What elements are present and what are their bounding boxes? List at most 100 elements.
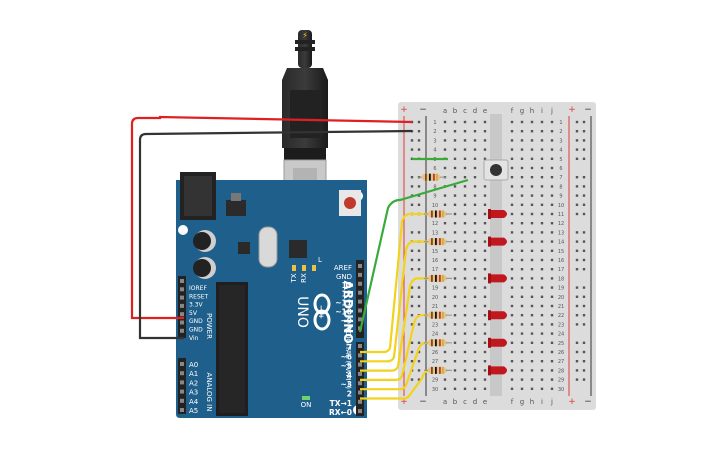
pin-socket (358, 353, 362, 358)
rail-plus-bottom-right: + (568, 397, 576, 407)
row-number-right: 27 (558, 359, 564, 365)
digital-pin-label: 7 (347, 343, 352, 352)
breadboard-hole (463, 314, 467, 317)
pushbutton[interactable] (483, 159, 509, 181)
resistor[interactable] (424, 311, 452, 319)
pin-socket (180, 371, 184, 376)
rail-hole (575, 130, 579, 133)
pin-socket (358, 371, 362, 376)
rail-hole (582, 323, 586, 326)
rail-hole (575, 212, 579, 216)
breadboard-hole (510, 194, 514, 197)
breadboard-hole (520, 157, 524, 160)
led-red[interactable] (488, 236, 507, 247)
breadboard-hole (453, 240, 457, 243)
breadboard-hole (453, 120, 457, 124)
row-number-left: 24 (432, 332, 438, 338)
row-number-left: 6 (433, 166, 436, 172)
resistor[interactable] (424, 210, 452, 218)
breadboard-hole (550, 166, 554, 170)
rail-hole (417, 295, 421, 298)
rail-hole (417, 120, 421, 124)
breadboard-hole (483, 203, 487, 206)
breadboard-hole (510, 387, 514, 390)
rail-hole (575, 203, 579, 206)
breadboard-hole (453, 231, 457, 234)
rail-hole (582, 231, 586, 234)
rail-hole (582, 341, 586, 344)
breadboard-hole (463, 166, 467, 170)
rail-hole (417, 360, 421, 363)
row-number-left: 20 (432, 295, 438, 301)
breadboard-hole (520, 332, 524, 335)
digital-pin-label: ~6 (340, 352, 352, 361)
rail-plus-bottom-left: + (400, 397, 408, 407)
pin-socket (358, 281, 362, 286)
breadboard-hole (540, 130, 544, 133)
breadboard-hole (540, 304, 544, 308)
rail-hole (417, 139, 421, 142)
breadboard-hole (520, 139, 524, 142)
breadboard-hole (550, 249, 554, 252)
led-red[interactable] (488, 310, 507, 321)
resistor[interactable] (424, 339, 452, 347)
breadboard-hole (483, 157, 487, 160)
row-number-right: 12 (558, 221, 564, 227)
rail-hole (410, 203, 414, 206)
row-number-left: 27 (432, 359, 438, 365)
digital-pin-label: GND (336, 273, 352, 281)
rail-hole (582, 185, 586, 188)
resistor[interactable] (418, 173, 446, 181)
breadboard-hole (520, 286, 524, 289)
breadboard-hole (510, 176, 514, 179)
row-number-right: 4 (559, 148, 562, 154)
breadboard-hole (540, 378, 544, 381)
row-number-left: 8 (433, 184, 436, 190)
rail-hole (582, 176, 586, 179)
resistor[interactable] (424, 366, 452, 374)
led-red[interactable] (488, 209, 507, 219)
resistor[interactable] (424, 238, 452, 246)
rail-hole (575, 148, 579, 151)
reset-button-cap[interactable] (344, 197, 356, 209)
breadboard-hole (483, 258, 487, 262)
col-letter-b-bottom: b (453, 398, 458, 406)
led-red[interactable] (488, 365, 507, 376)
breadboard-hole (540, 332, 544, 335)
breadboard-hole (520, 378, 524, 381)
rail-hole (410, 341, 414, 344)
led-red[interactable] (488, 273, 507, 284)
breadboard-hole (453, 203, 457, 206)
led-red[interactable] (488, 337, 507, 348)
row-number-right: 14 (558, 240, 564, 246)
breadboard-hole (530, 176, 534, 179)
breadboard-hole (530, 360, 534, 363)
rail-hole (575, 323, 579, 326)
breadboard-hole (473, 350, 477, 354)
rail-hole (582, 350, 586, 354)
breadboard-hole (483, 295, 487, 298)
row-number-left: 3 (433, 138, 436, 144)
breadboard-hole (520, 341, 524, 344)
col-letter-e-top: e (483, 107, 487, 115)
breadboard-hole (530, 185, 534, 188)
breadboard-hole (540, 231, 544, 234)
digital-header-top (356, 260, 364, 338)
breadboard-hole (483, 369, 487, 372)
breadboard-hole (530, 332, 534, 335)
breadboard-hole (453, 249, 457, 252)
resistor[interactable] (424, 274, 452, 282)
rail-hole (582, 157, 586, 160)
rail-hole (410, 258, 414, 262)
breadboard-hole (530, 139, 534, 142)
breadboard-hole (473, 314, 477, 317)
breadboard-hole (550, 387, 554, 390)
rail-hole (410, 176, 414, 179)
breadboard-hole (530, 203, 534, 206)
breadboard-hole (550, 240, 554, 243)
breadboard-hole (530, 120, 534, 124)
breadboard-hole (540, 350, 544, 354)
arduino-brand-label: ARDUINO (341, 281, 355, 344)
